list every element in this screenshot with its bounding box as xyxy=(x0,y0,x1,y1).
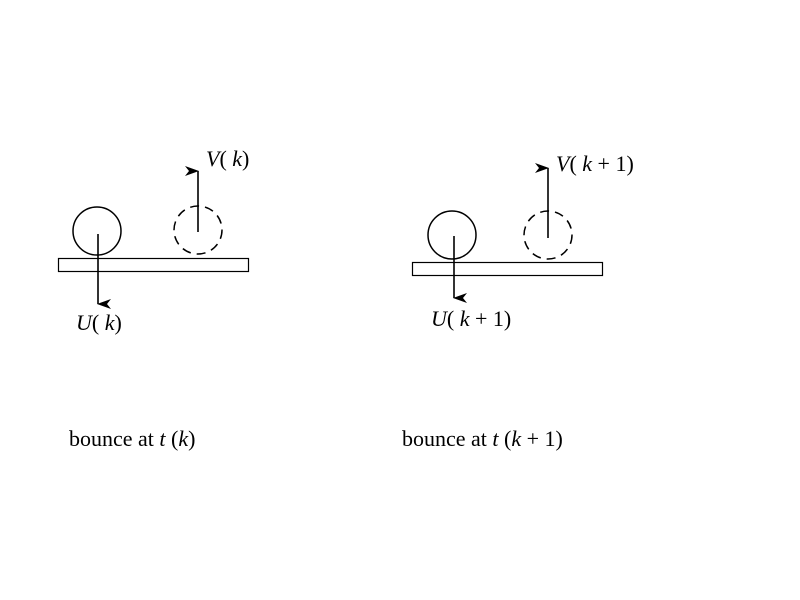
caption-rest: + 1) xyxy=(521,426,563,451)
panel-1 xyxy=(57,166,250,309)
u-var: k xyxy=(104,310,115,335)
u-label: U( k) xyxy=(76,310,122,336)
v-symbol: V xyxy=(556,151,570,176)
caption-text: bounce at xyxy=(69,426,160,451)
floor-plate xyxy=(411,261,604,277)
caption-t: t xyxy=(159,426,166,451)
caption-text: bounce at xyxy=(402,426,493,451)
caption-var: k xyxy=(178,426,189,451)
u-rest: ) xyxy=(114,310,122,335)
u-label: U( k + 1) xyxy=(431,306,511,332)
v-symbol: V xyxy=(206,146,220,171)
v-var: k xyxy=(582,151,593,176)
v-label: V( k + 1) xyxy=(556,151,634,177)
u-var: k xyxy=(459,306,470,331)
v-rest: + 1) xyxy=(592,151,634,176)
v-open: ( xyxy=(219,146,233,171)
caption: bounce at t (k + 1) xyxy=(402,426,563,452)
ball-incoming xyxy=(427,210,477,260)
u-rest: + 1) xyxy=(469,306,512,331)
caption: bounce at t (k) xyxy=(69,426,195,452)
floor-plate xyxy=(57,257,250,273)
caption-t: t xyxy=(492,426,499,451)
v-open: ( xyxy=(569,151,583,176)
caption-open: ( xyxy=(498,426,512,451)
u-open: ( xyxy=(446,306,460,331)
v-rest: ) xyxy=(242,146,250,171)
u-symbol: U xyxy=(76,310,92,335)
v-label: V( k) xyxy=(206,146,249,172)
caption-var: k xyxy=(511,426,522,451)
ball-incoming xyxy=(72,206,122,256)
u-symbol: U xyxy=(431,306,447,331)
panel-2 xyxy=(411,163,604,303)
caption-open: ( xyxy=(165,426,179,451)
caption-rest: ) xyxy=(188,426,196,451)
u-open: ( xyxy=(91,310,105,335)
v-var: k xyxy=(232,146,243,171)
